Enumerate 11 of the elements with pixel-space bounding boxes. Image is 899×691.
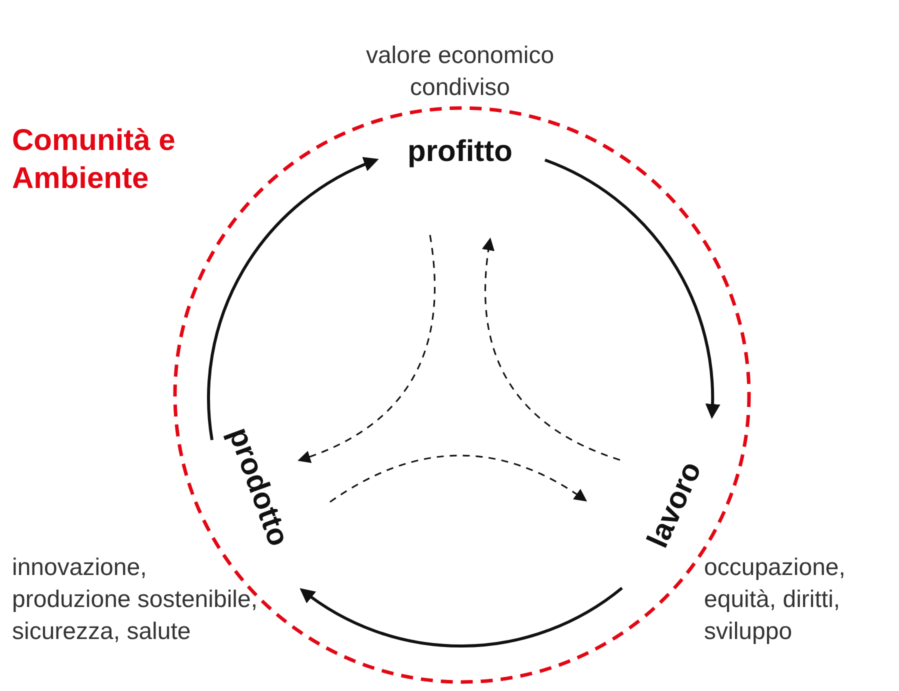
- arrow: [207, 158, 379, 440]
- stage-description: valore economico condiviso: [364, 41, 556, 103]
- arrow: [298, 234, 436, 463]
- stage-description: innovazione, produzione sostenibile, sicurezza, salute: [12, 553, 258, 647]
- arrow: [482, 237, 620, 461]
- arrow: [300, 586, 623, 648]
- arrow: [544, 158, 720, 419]
- stage-description: occupazione, equità, diritti, sviluppo: [704, 553, 846, 647]
- cycle-stage-label: profitto: [392, 135, 528, 169]
- arrow: [330, 454, 588, 503]
- group-title: Comunità e Ambiente: [12, 123, 176, 197]
